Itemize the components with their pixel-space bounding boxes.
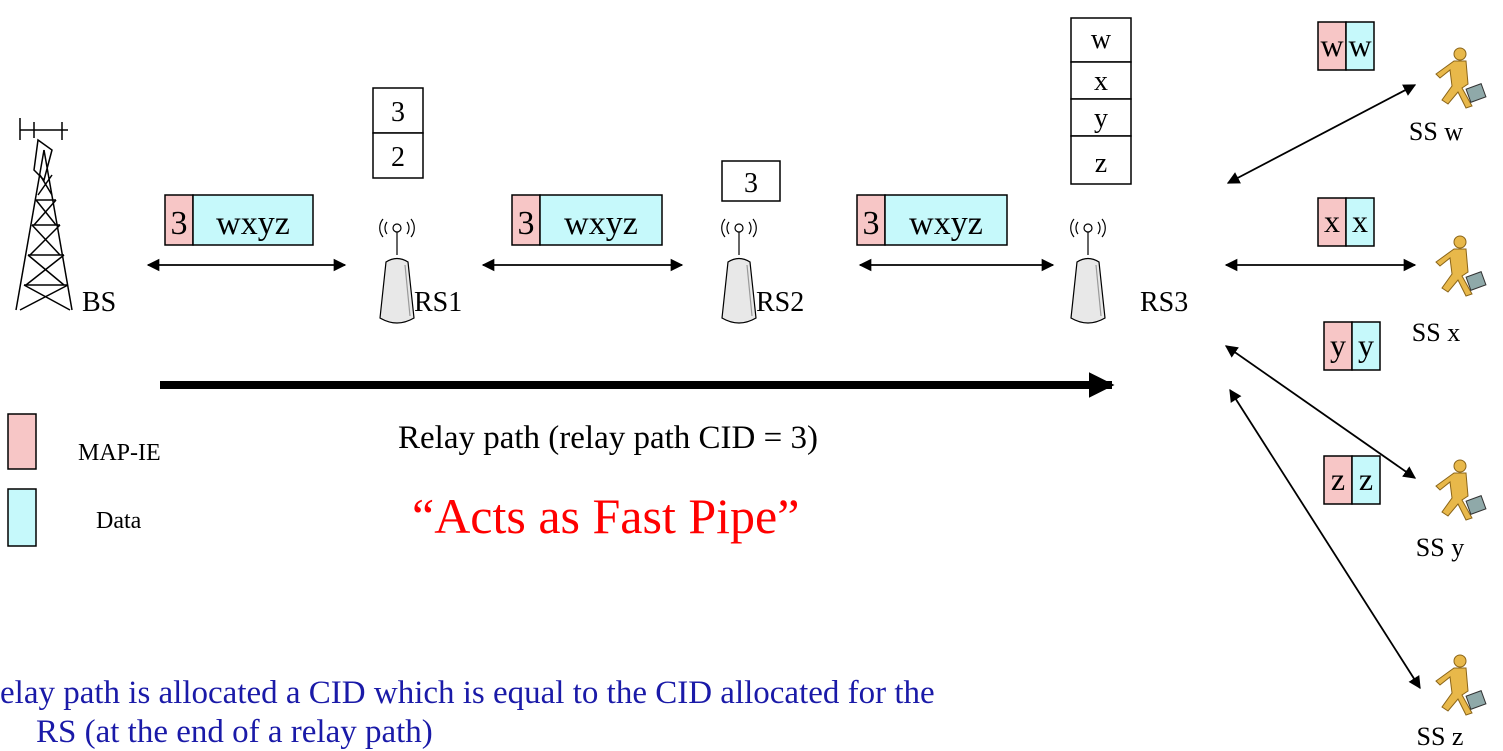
fast-pipe-label: “Acts as Fast Pipe” bbox=[412, 488, 799, 544]
map-ie-cell bbox=[1323, 455, 1353, 505]
packet-data-text: wxyz bbox=[216, 205, 290, 242]
packet-data-text: wxyz bbox=[909, 205, 983, 242]
data-cell bbox=[1345, 21, 1375, 71]
rs1-antenna-icon bbox=[379, 218, 415, 324]
packet-map-text: 3 bbox=[863, 205, 880, 242]
packet-rs1-rs2: 3 wxyz bbox=[511, 194, 663, 246]
packet-map-text: 3 bbox=[518, 205, 535, 242]
note-line-1: elay path is allocated a CID which is eq… bbox=[0, 675, 935, 711]
rs1-stack-item: 3 bbox=[391, 97, 405, 128]
data-cell bbox=[884, 194, 1008, 246]
map-ie-cell bbox=[1317, 21, 1347, 71]
legend-data-label: Data bbox=[96, 508, 142, 534]
packet-ss-z: z z bbox=[1323, 455, 1381, 505]
rs2-label: RS2 bbox=[756, 287, 804, 318]
map-ie-cell bbox=[164, 194, 194, 246]
relay-path-label: Relay path (relay path CID = 3) bbox=[398, 420, 818, 456]
rs1-stack-item: 2 bbox=[391, 142, 405, 173]
ss-x-person-icon bbox=[1435, 235, 1487, 297]
rs1-label: RS1 bbox=[414, 287, 462, 318]
note-line-2: RS (at the end of a relay path) bbox=[36, 714, 433, 750]
legend: MAP-IE Data bbox=[7, 413, 161, 547]
rs3-antenna-icon bbox=[1070, 218, 1106, 324]
rs3-cid-stack: w x y z bbox=[1070, 17, 1132, 185]
map-ie-cell bbox=[1323, 321, 1353, 371]
ss-z-person-icon bbox=[1435, 654, 1487, 716]
ss-y-person-icon bbox=[1435, 459, 1487, 521]
rs2-cid-stack: 3 bbox=[721, 160, 781, 202]
rs3-stack-item: w bbox=[1091, 24, 1112, 55]
legend-data-swatch bbox=[7, 488, 37, 547]
ss-w-person-icon bbox=[1435, 47, 1487, 109]
packet-data-text: wxyz bbox=[564, 205, 638, 242]
rs2-antenna-icon bbox=[721, 218, 757, 324]
packet-data-text: y bbox=[1358, 327, 1374, 363]
ss-y-label: SS y bbox=[1416, 533, 1464, 562]
rs3-stack-item: y bbox=[1094, 103, 1108, 134]
data-cell bbox=[1351, 455, 1381, 505]
packet-rs2-rs3: 3 wxyz bbox=[856, 194, 1008, 246]
packet-map-text: 3 bbox=[171, 205, 188, 242]
packet-map-text: x bbox=[1324, 203, 1340, 239]
data-cell bbox=[1345, 197, 1375, 247]
rs3-stack-item: z bbox=[1095, 148, 1107, 179]
link-arrow-rs3-ssz bbox=[1229, 388, 1421, 690]
data-cell bbox=[539, 194, 663, 246]
packet-bs-rs1: 3 wxyz bbox=[164, 194, 314, 246]
rs1-cid-stack: 3 2 bbox=[372, 87, 424, 179]
rs3-label: RS3 bbox=[1140, 287, 1188, 318]
bs-tower-icon bbox=[15, 118, 73, 311]
ss-w-label: SS w bbox=[1409, 117, 1463, 146]
packet-map-text: z bbox=[1331, 461, 1345, 497]
rs3-stack-item: x bbox=[1094, 66, 1108, 97]
map-ie-cell bbox=[511, 194, 541, 246]
packet-map-text: w bbox=[1320, 27, 1343, 63]
bs-label: BS bbox=[82, 287, 116, 318]
rs2-stack-item: 3 bbox=[744, 168, 758, 199]
packet-data-text: w bbox=[1348, 27, 1371, 63]
packet-data-text: x bbox=[1352, 203, 1368, 239]
packet-ss-y: y y bbox=[1323, 321, 1381, 371]
ss-x-label: SS x bbox=[1412, 318, 1460, 347]
packet-map-text: y bbox=[1330, 327, 1346, 363]
link-arrow-rs3-ssw bbox=[1226, 84, 1417, 184]
packet-ss-x: x x bbox=[1317, 197, 1375, 247]
link-arrow-rs3-ssy bbox=[1224, 345, 1417, 479]
data-cell bbox=[192, 194, 314, 246]
legend-map-ie-swatch bbox=[7, 413, 37, 470]
packet-data-text: z bbox=[1359, 461, 1373, 497]
map-ie-cell bbox=[1317, 197, 1347, 247]
ss-z-label: SS z bbox=[1417, 722, 1464, 751]
legend-map-ie-label: MAP-IE bbox=[78, 440, 161, 466]
data-cell bbox=[1351, 321, 1381, 371]
packet-ss-w: w w bbox=[1317, 21, 1375, 71]
